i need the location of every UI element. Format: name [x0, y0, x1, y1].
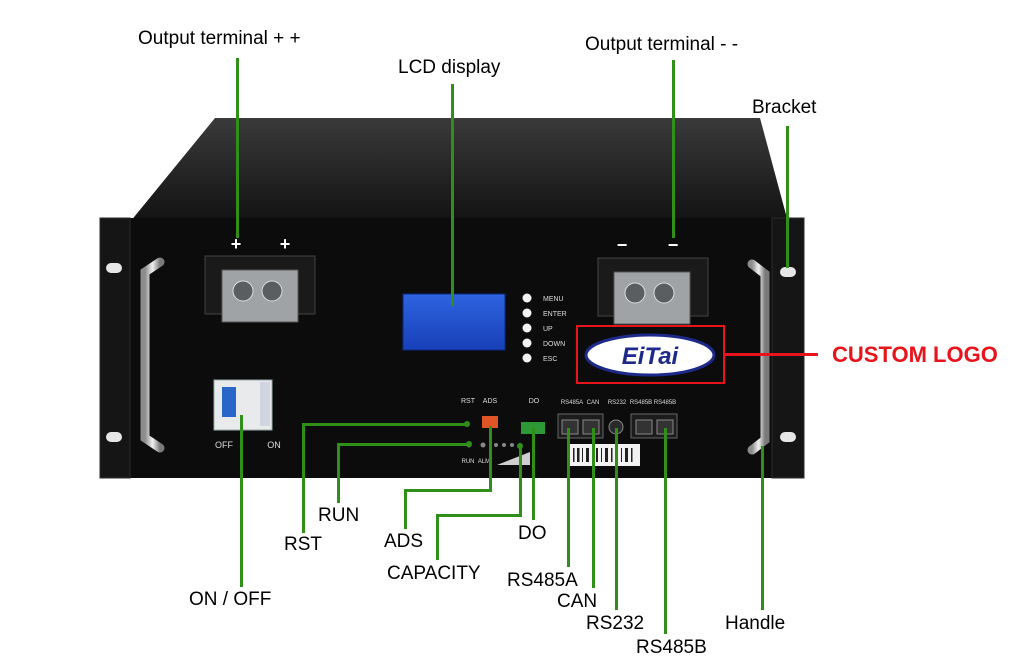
output-terminal-plus-label: Output terminal + +	[138, 28, 301, 49]
ads-panel-label: ADS	[483, 398, 498, 405]
breaker-switch	[222, 387, 236, 417]
handle-leader	[761, 446, 764, 610]
up-button-label: UP	[543, 326, 553, 333]
run-leader-h	[337, 443, 470, 446]
capacity-leader-h	[436, 514, 522, 517]
can-socket	[582, 419, 600, 435]
rst-leader-v	[302, 423, 305, 533]
on-off-label: ON / OFF	[189, 589, 272, 610]
do-panel-label: DO	[529, 398, 540, 405]
can-port-label: CAN	[587, 400, 600, 406]
capacity-leader-v	[519, 446, 522, 516]
negative-terminal-bolt	[624, 282, 646, 304]
esc-button-label: ESC	[543, 356, 557, 363]
up-button	[522, 323, 532, 333]
capacity-led	[510, 443, 514, 447]
rs485a-socket	[561, 419, 579, 435]
rst-leader-h	[302, 423, 468, 426]
plus-sign: +	[280, 234, 291, 254]
right-bracket-hole	[780, 432, 796, 442]
alm-led	[480, 442, 486, 448]
esc-button	[522, 353, 532, 363]
down-button-label: DOWN	[543, 341, 565, 348]
capacity-led	[502, 443, 506, 447]
bracket-leader	[786, 126, 789, 268]
left-handle	[140, 257, 165, 453]
right-handle	[747, 259, 770, 455]
ads-leader-h	[404, 489, 492, 492]
rs485a-label: RS485A	[507, 570, 578, 591]
negative-terminal-cover	[613, 271, 691, 325]
left-bracket-hole	[106, 432, 122, 442]
chassis-top	[130, 118, 788, 222]
enter-button-label: ENTER	[543, 311, 567, 318]
can-label: CAN	[557, 591, 598, 612]
rs232-leader	[615, 428, 618, 610]
rst-dot	[464, 421, 470, 427]
logo-badge	[584, 333, 716, 377]
ads-leader-v	[489, 426, 492, 491]
rs485b-port-label: RS485B	[654, 400, 676, 406]
positive-terminal-bolt	[261, 280, 283, 302]
run-dot	[466, 441, 472, 447]
minus-sign: −	[617, 235, 628, 255]
custom-logo-leader	[724, 353, 818, 356]
rs485b-leader	[664, 428, 667, 634]
on-off-leader	[240, 415, 243, 587]
capacity-led	[494, 443, 498, 447]
do-leader	[532, 428, 535, 520]
breaker-label-strip	[260, 382, 270, 426]
lcd-leader	[451, 84, 454, 306]
custom-logo-label: CUSTOM LOGO	[832, 342, 998, 367]
lcd-screen	[402, 293, 506, 351]
output-plus-leader	[236, 58, 239, 238]
ads-dip-switch	[482, 416, 498, 428]
menu-button-label: MENU	[543, 296, 564, 303]
output-terminal-minus-label: Output terminal - -	[585, 34, 739, 55]
breaker-on-label: ON	[267, 440, 281, 450]
alm-panel-label: ALM	[478, 459, 490, 465]
rs485b-label: RS485B	[636, 637, 707, 658]
ads-label: ADS	[384, 531, 424, 552]
rst-panel-label: RST	[461, 398, 476, 405]
negative-terminal-bolt	[653, 282, 675, 304]
ads-leader-v2	[404, 489, 407, 529]
run-label: RUN	[318, 505, 360, 526]
capacity-label: CAPACITY	[387, 563, 481, 584]
menu-button	[522, 293, 532, 303]
minus-sign: −	[668, 235, 679, 255]
rst-label: RST	[284, 534, 322, 555]
positive-terminal-cover	[221, 269, 299, 323]
run-leader-v	[337, 443, 340, 503]
output-minus-leader	[672, 60, 675, 238]
rs232-label: RS232	[586, 613, 645, 634]
rs485a-leader	[567, 428, 570, 567]
lcd-button-group: MENU ENTER UP DOWN ESC	[522, 293, 567, 363]
can-leader	[592, 428, 595, 588]
do-label: DO	[518, 523, 547, 544]
rs485b-socket	[635, 419, 653, 435]
left-bracket-hole	[106, 263, 122, 273]
right-bracket-hole	[780, 267, 796, 277]
run-panel-label: RUN	[462, 459, 475, 465]
rs485b-port-label: RS485B	[630, 400, 652, 406]
brand-logo: EiTai	[622, 343, 680, 370]
positive-terminal-bolt	[232, 280, 254, 302]
capacity-leader-v2	[436, 514, 439, 560]
rs232-port-label: RS232	[608, 400, 627, 406]
lcd-display-label: LCD display	[398, 57, 501, 78]
bracket-label: Bracket	[752, 97, 817, 118]
rs485a-port-label: RS485A	[561, 400, 583, 406]
capacity-dot	[517, 443, 523, 449]
breaker-off-label: OFF	[215, 440, 233, 450]
enter-button	[522, 308, 532, 318]
plus-sign: +	[231, 234, 242, 254]
down-button	[522, 338, 532, 348]
handle-label: Handle	[725, 613, 786, 634]
